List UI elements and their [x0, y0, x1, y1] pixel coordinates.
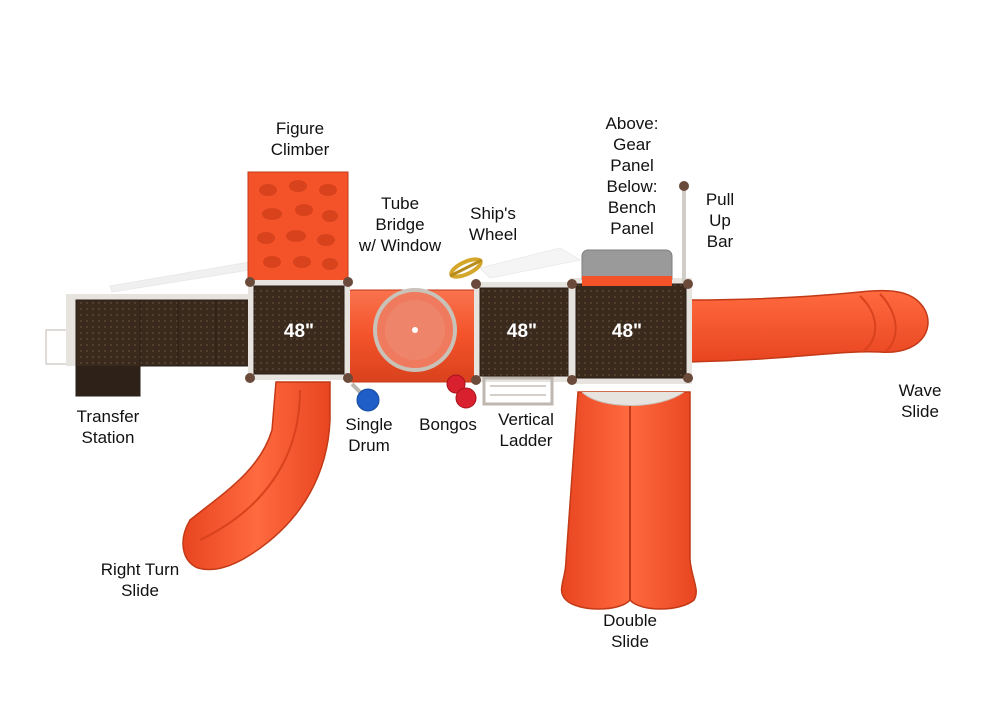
- deck-2: [474, 282, 574, 382]
- label-bongos: Bongos: [419, 415, 477, 434]
- transfer-station: [45, 294, 251, 397]
- deck-1: [248, 280, 350, 380]
- label-transfer-station: Transfer Station: [76, 407, 140, 447]
- tube-bridge: [345, 288, 481, 383]
- label-vertical-ladder: Vertical Ladder: [498, 410, 554, 450]
- posts: [245, 277, 693, 385]
- label-pull-up-bar: Pull Up Bar: [705, 190, 735, 251]
- ships-wheel: [449, 257, 483, 279]
- deck-height-label: 48": [506, 321, 538, 342]
- deck-3: [570, 249, 692, 384]
- label-figure-climber: Figure Climber: [270, 119, 330, 159]
- pull-up-bar: [679, 181, 689, 282]
- deck-height-label: 48": [611, 321, 643, 342]
- right-turn-slide: [182, 381, 331, 571]
- label-ships-wheel: Ship's Wheel: [468, 204, 518, 244]
- double-slide: [560, 391, 697, 610]
- label-right-turn-slide: Right Turn Slide: [100, 560, 180, 600]
- label-tube-bridge: Tube Bridge w/ Window: [358, 194, 442, 255]
- background-railings: [109, 247, 582, 293]
- label-double-slide: Double Slide: [603, 611, 657, 651]
- label-gear-bench-panel: Above: Gear Panel Below: Bench Panel: [605, 114, 659, 238]
- deck-height-label: 48": [283, 321, 315, 342]
- bongos: [446, 374, 477, 409]
- label-wave-slide: Wave Slide: [898, 381, 942, 421]
- label-single-drum: Single Drum: [345, 415, 393, 455]
- vertical-ladder: [482, 376, 554, 406]
- single-drum: [350, 382, 380, 412]
- figure-climber: [247, 171, 349, 285]
- wave-slide: [687, 289, 929, 363]
